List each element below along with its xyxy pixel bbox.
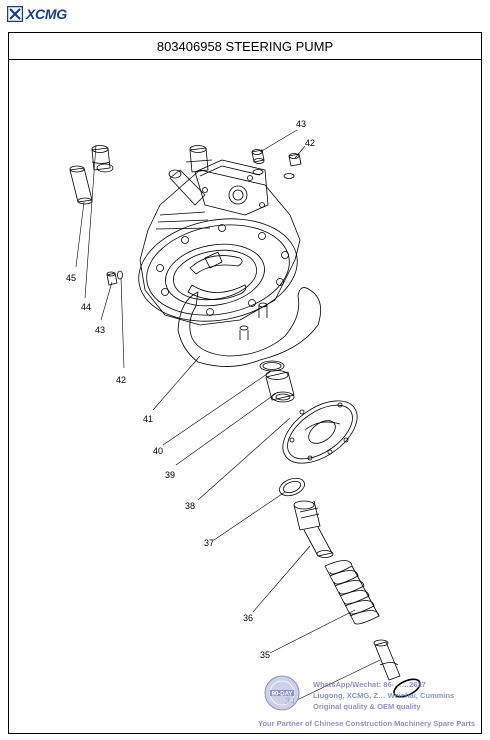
callout-41: 41: [143, 414, 153, 424]
callout-43-left: 43: [95, 325, 105, 335]
drawing-title: 803406958 STEERING PUMP: [9, 33, 481, 60]
watermark-line-1: WhatsApp/Wechat: 86-……2627: [313, 680, 426, 689]
fitting-sleeve-44: [91, 145, 114, 173]
callout-38: 38: [185, 501, 195, 511]
callout-42-top: 42: [305, 138, 315, 148]
callout-45: 45: [66, 273, 76, 283]
washer-top: [252, 169, 264, 175]
screw-43-top: [251, 149, 265, 164]
bushing-39: [265, 370, 295, 403]
callout-35: 35: [260, 650, 270, 660]
o-ring-34: [393, 678, 421, 698]
wear-plate-38: [282, 400, 358, 464]
callout-42-left: 42: [116, 375, 126, 385]
callout-44: 44: [81, 302, 91, 312]
brand-name: XCMG: [26, 6, 67, 22]
gasket-41: [177, 287, 322, 367]
warranty-badge-text: 90-DAY: [272, 692, 293, 698]
drawing-frame: 803406958 STEERING PUMP: [8, 32, 482, 734]
shaft-36: [293, 500, 334, 558]
plug-42-top: [288, 153, 302, 167]
washer-42-top: [283, 173, 295, 179]
callout-36: 36: [243, 613, 253, 623]
callout-40: 40: [153, 446, 163, 456]
watermark-line-2: Liugong, XCMG, Z… Weichai, Cummins: [313, 691, 454, 700]
washer-42-left: [117, 270, 123, 280]
fitting-tube-45: [69, 165, 93, 205]
callout-37: 37: [204, 538, 214, 548]
o-ring-37: [279, 477, 305, 497]
watermark: 90-DAY WhatsApp/Wechat: 86-……2627 Liugon…: [258, 675, 475, 728]
xcmg-logo: XCMG: [7, 6, 67, 22]
xcmg-logo-icon: [7, 6, 23, 22]
leader-lines: [75, 129, 381, 701]
bolt-34: [373, 639, 401, 681]
watermark-line-3: Original quality & OEM quality: [313, 702, 421, 711]
warranty-badge-icon: 90-DAY: [264, 675, 300, 711]
spring-35: [324, 560, 380, 625]
watermark-line-4: Your Partner of Chinese Construction Mac…: [258, 719, 475, 728]
callout-43-top: 43: [296, 119, 306, 129]
screw-43-left: [106, 271, 118, 286]
callout-39: 39: [165, 470, 175, 480]
fitting-top-center: [185, 145, 213, 173]
pump-housing: [138, 159, 301, 340]
